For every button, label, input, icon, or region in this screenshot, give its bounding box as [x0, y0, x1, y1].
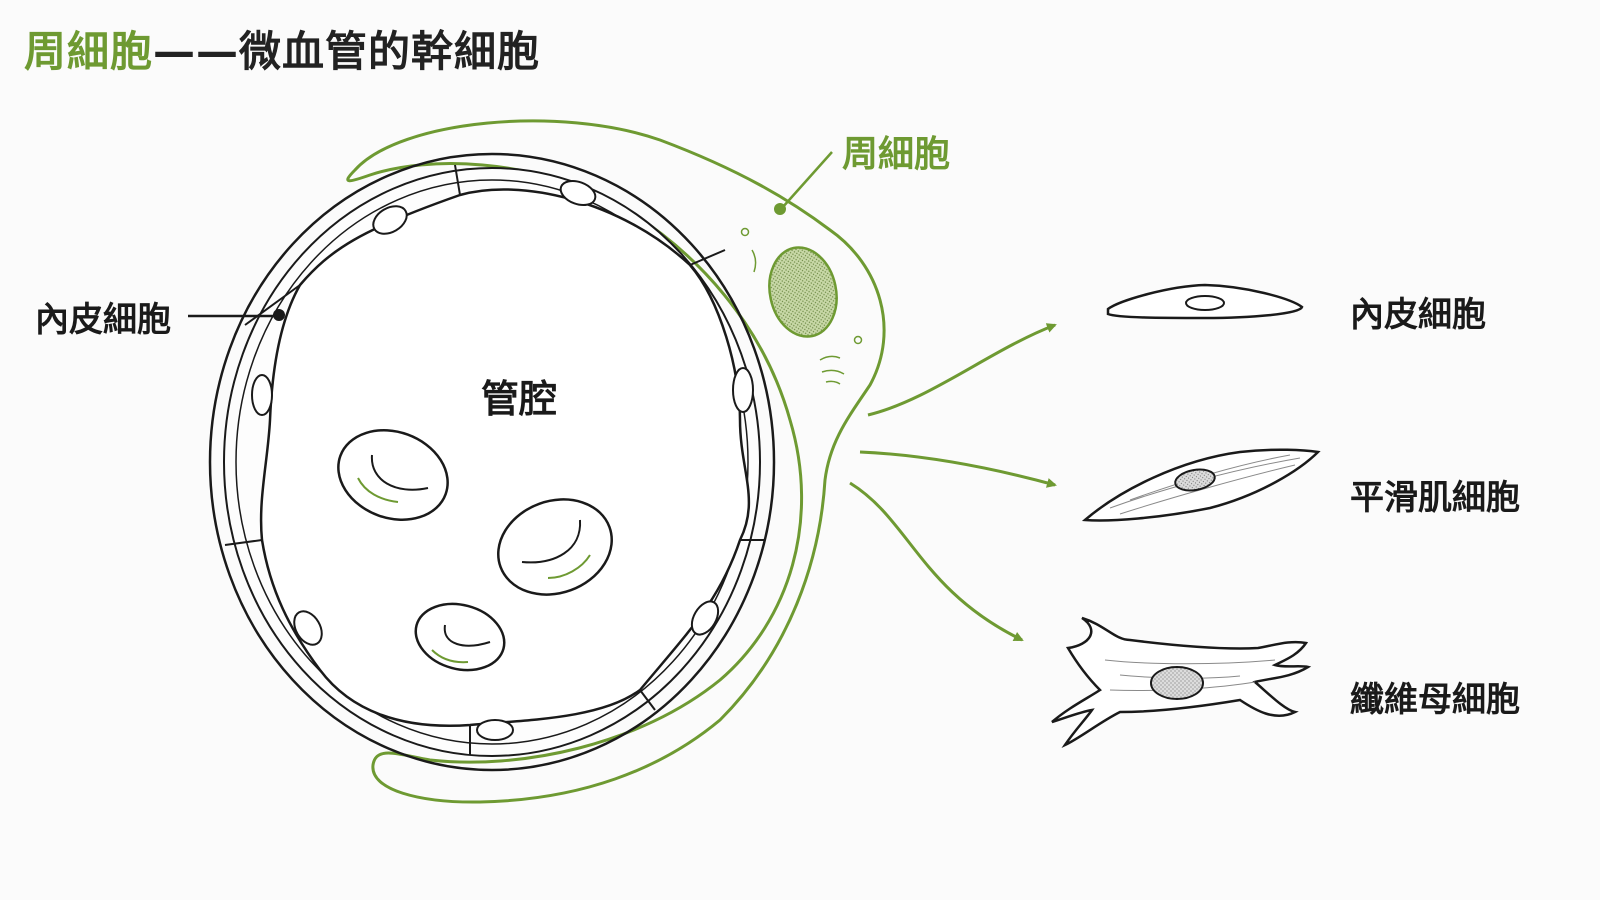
- title-rest: ——微血管的幹細胞: [153, 27, 541, 76]
- lumen-label: 管腔: [481, 377, 558, 421]
- red-blood-cell-2: [497, 498, 613, 596]
- arrow-to-smooth-muscle: [859, 450, 1057, 488]
- pericyte-leader-dot: [774, 203, 786, 215]
- endothelial-leader-dot: [273, 309, 285, 321]
- arrow-to-endothelial: [867, 323, 1057, 417]
- pericyte-leader-line: [781, 151, 833, 209]
- pericyte-nucleus: [768, 246, 838, 338]
- capillary-wall: [208, 152, 776, 772]
- pericyte-label: 周細胞: [842, 134, 951, 175]
- title-accent: 周細胞: [24, 27, 154, 76]
- pericyte-cell: [346, 119, 886, 804]
- endothelial-cell-illustration: [1106, 283, 1304, 320]
- fibroblast-illustration: [1051, 616, 1312, 749]
- diagram-title: 周細胞——微血管的幹細胞: [24, 18, 540, 79]
- red-blood-cell-3: [414, 602, 506, 672]
- smooth-muscle-cell-illustration: [1081, 448, 1321, 522]
- smooth-muscle-label: 平滑肌細胞: [1350, 478, 1520, 518]
- red-blood-cell-1: [337, 429, 449, 521]
- endothelial-right-label: 內皮細胞: [1350, 295, 1486, 335]
- arrow-to-fibroblast: [849, 481, 1024, 642]
- endothelial-left-label: 內皮細胞: [35, 300, 171, 340]
- fibroblast-label: 纖維母細胞: [1350, 680, 1520, 720]
